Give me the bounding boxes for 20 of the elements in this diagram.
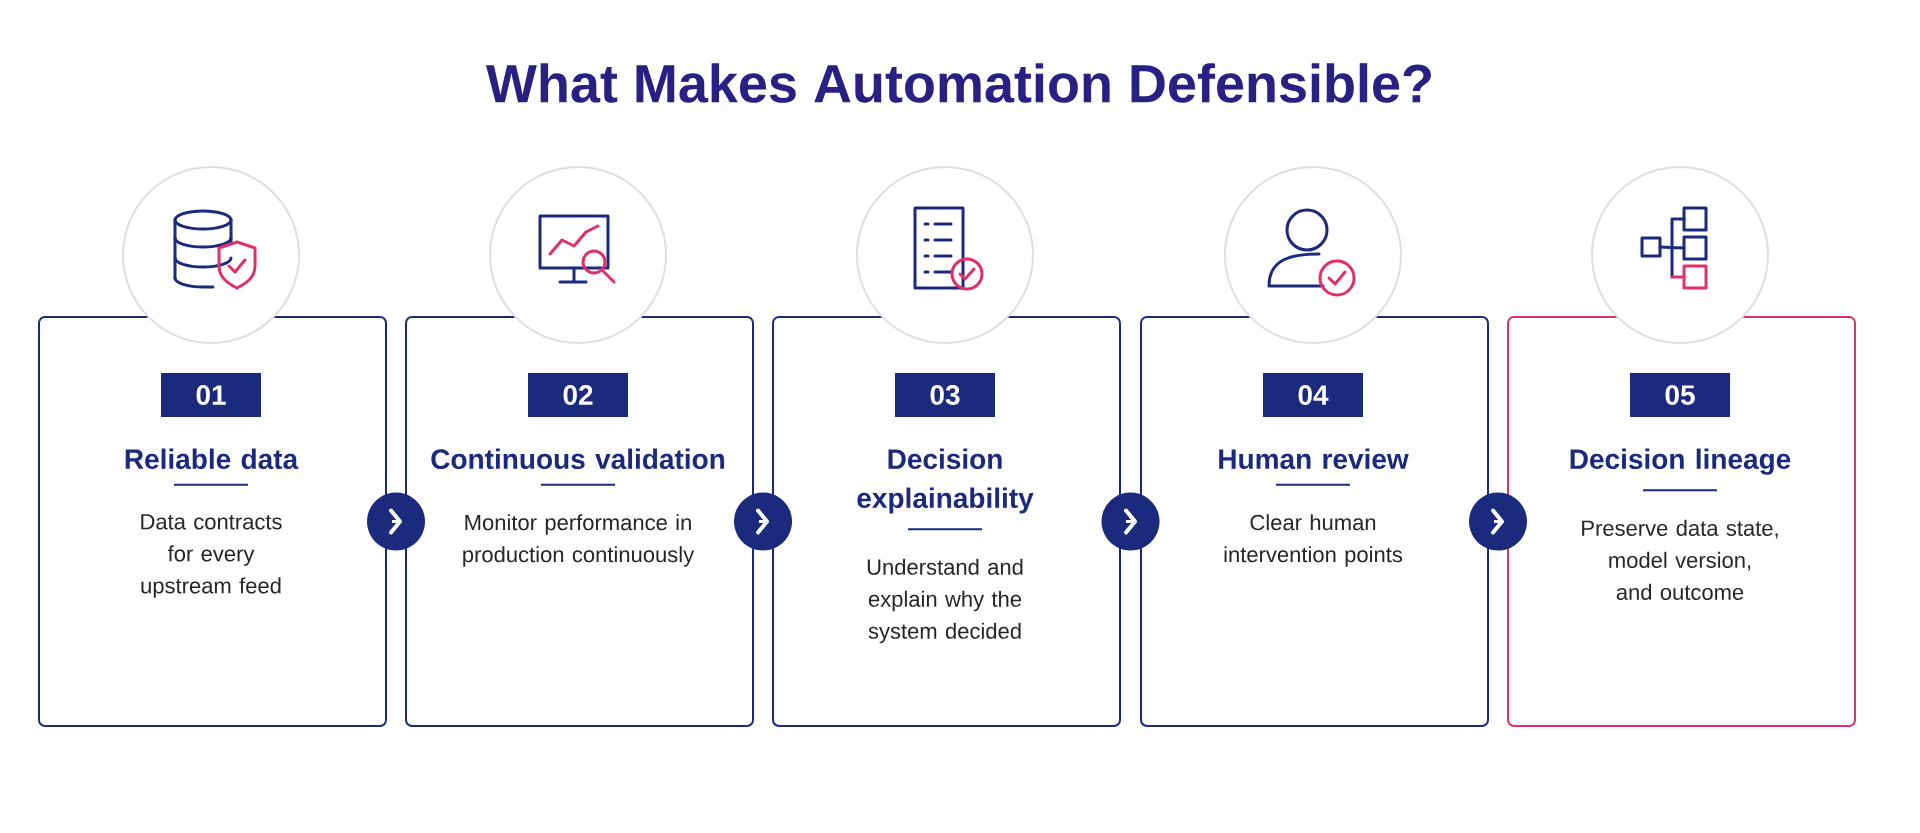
step-heading: Human review [1219, 448, 1409, 470]
step-description: Understand and explain why the system decided [867, 558, 1023, 644]
step-heading: Continuous validation [431, 448, 725, 470]
step-description: Data contracts for every upstream feed [141, 514, 282, 598]
step-description: Clear human intervention points [1224, 514, 1403, 567]
title: What Makes Automation Defensible? [486, 63, 1431, 103]
chevron-arrow [734, 492, 792, 551]
number-badge: 04 [1263, 373, 1363, 417]
number-badge: 03 [895, 373, 995, 417]
step-heading: Decision lineage [1570, 448, 1791, 475]
step-heading: Decision explainability [857, 448, 1034, 514]
number-badge: 05 [1630, 373, 1730, 417]
number-badge: 01 [161, 373, 261, 417]
chevron-arrow [1101, 492, 1160, 551]
step-description: Preserve data state, model version, and outcome [1582, 519, 1778, 600]
number-badge: 02 [528, 373, 628, 417]
step-heading: Reliable data [125, 448, 299, 470]
step-description: Monitor performance in production continuously [463, 514, 695, 567]
chevron-arrow [1469, 492, 1527, 551]
chevron-arrow [367, 492, 425, 551]
